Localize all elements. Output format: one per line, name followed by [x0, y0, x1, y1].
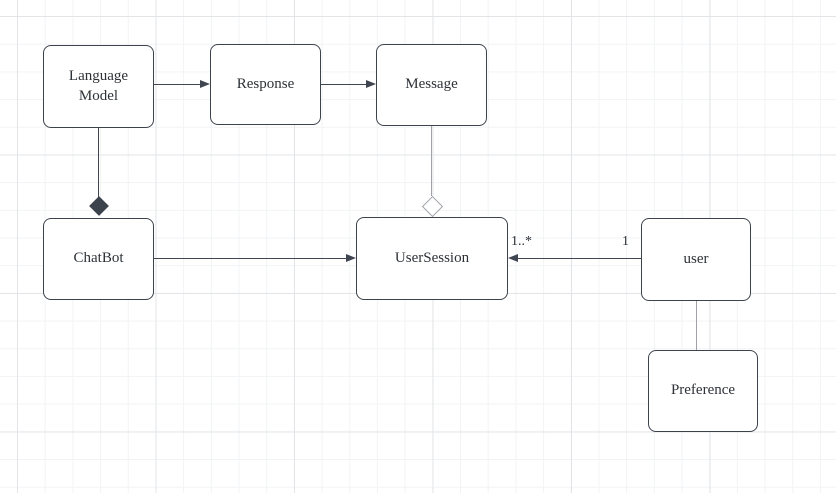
edge-chatbot-to-usersession[interactable]: [154, 258, 347, 260]
composition-diamond-icon: [89, 196, 109, 216]
edge-response-to-message[interactable]: [321, 84, 367, 86]
aggregation-diamond-icon: [421, 195, 444, 218]
node-usersession[interactable]: UserSession: [356, 217, 508, 300]
multiplicity-label-source[interactable]: 1: [622, 234, 629, 249]
arrowhead-right-icon: [200, 80, 210, 88]
edge-user-to-usersession[interactable]: [517, 258, 641, 260]
node-preference[interactable]: Preference: [648, 350, 758, 432]
arrowhead-right-icon: [366, 80, 376, 88]
node-response[interactable]: Response: [210, 44, 321, 125]
node-message[interactable]: Message: [376, 44, 487, 126]
edge-user-to-preference[interactable]: [696, 301, 698, 350]
arrowhead-right-icon: [346, 254, 356, 262]
arrowhead-left-icon: [508, 254, 518, 262]
edge-message-to-usersession[interactable]: [431, 126, 433, 196]
node-language-model[interactable]: Language Model: [43, 45, 154, 128]
multiplicity-label-target[interactable]: 1..*: [511, 234, 532, 249]
node-chatbot[interactable]: ChatBot: [43, 218, 154, 300]
node-user[interactable]: user: [641, 218, 751, 301]
edge-language-model-to-response[interactable]: [154, 84, 201, 86]
edge-language-model-to-chatbot[interactable]: [98, 128, 100, 198]
